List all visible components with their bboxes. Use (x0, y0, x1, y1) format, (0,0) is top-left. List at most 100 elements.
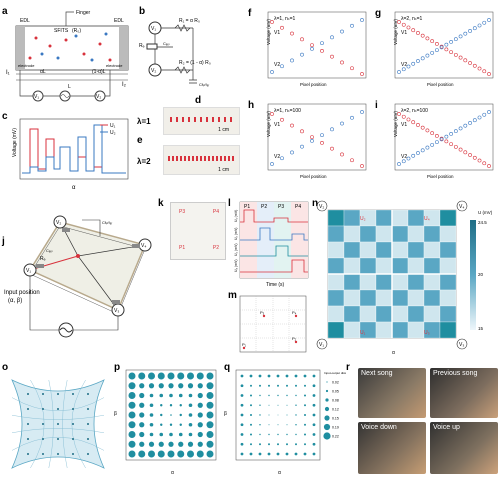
panel-label-o: o (2, 362, 9, 373)
p-bubble (139, 402, 145, 408)
q-bubble (249, 374, 253, 378)
q-bubble (258, 374, 262, 378)
n-corner (316, 338, 328, 350)
panel-l: l P1 P2 P3 P4 U₁ (mV) U₂ (mV) U₃ (mV) U₄… (226, 196, 310, 292)
i-frame (394, 103, 494, 171)
p-bubble (187, 372, 194, 380)
q-bubble (285, 452, 289, 456)
q-legend-value: 0.19 (332, 426, 339, 430)
i-ylabel: Voltage (mV) (393, 110, 398, 137)
n-cell (327, 273, 345, 291)
n-cell (407, 321, 425, 339)
f-v1-point (290, 31, 294, 36)
n-cb-mid: 20 (478, 272, 484, 277)
i1-label: I₁ (6, 70, 10, 76)
p-bubble (179, 423, 182, 426)
schematic-j: V₁ V₂ V₄ V₃ Rₑ Cₑₓₗ Cfᵢₙᵍₑᵣ Input positi… (4, 215, 152, 338)
p-bubble (188, 393, 193, 398)
o-node (57, 393, 59, 395)
c-xlabel: α (72, 185, 76, 191)
g-v1-point (434, 41, 439, 46)
panel-label-k: k (158, 198, 164, 209)
p-bubble (188, 403, 193, 408)
p-bubble (179, 413, 182, 417)
g-v1-point (463, 58, 468, 63)
panel-label-n: n (312, 198, 319, 209)
q-legend-value: 0.02 (332, 381, 339, 385)
i-v2-point (411, 153, 416, 158)
n-cell (359, 273, 377, 291)
g-v1-label: V1 (401, 30, 407, 36)
edl-right: EDL (114, 18, 124, 24)
n-cell (375, 225, 393, 243)
q-bubble (240, 374, 244, 378)
p-bubble (148, 441, 155, 447)
j-input: Input position (4, 290, 40, 296)
g-v2-point (425, 53, 430, 58)
p-bubble (149, 393, 154, 398)
j-coords: (α, β) (8, 298, 22, 304)
q-bubble (276, 452, 280, 456)
k-p4: P4 (212, 209, 219, 215)
q-legend-value: 0.05 (332, 390, 339, 394)
l-tab-p3: P3 (278, 204, 284, 210)
i-v1-label: V1 (401, 122, 407, 128)
n-corner-label: V₁ (319, 342, 324, 348)
j-cedl: Cₑₓₗ (46, 248, 53, 253)
p-bubble (158, 441, 164, 447)
panel-label-m: m (228, 290, 237, 301)
q-bubble (304, 394, 306, 397)
q-bubble (240, 413, 244, 417)
d-scale: 1 cm (218, 127, 229, 133)
i-v1-point (487, 164, 491, 168)
f-v1-point (360, 72, 364, 76)
i-v2-point (487, 110, 491, 114)
p-bubble (178, 441, 184, 447)
i-v2-point (401, 159, 406, 164)
h-v1-label: V1 (274, 122, 280, 128)
g-v1-point (472, 63, 477, 68)
bubble-p: αβ (114, 369, 217, 476)
n-cell (343, 321, 361, 339)
i-v2-point (397, 162, 401, 166)
n-cell (343, 225, 361, 243)
h-v1-point (360, 164, 364, 168)
g-v2-label: V2 (401, 62, 407, 68)
q-bubble (304, 433, 306, 436)
q-bubble (259, 443, 261, 446)
q-bubble (249, 452, 253, 456)
q-bubble (277, 414, 279, 416)
l-u4 (240, 259, 308, 273)
m-p1: P₁ (242, 342, 247, 347)
q-bubble (294, 374, 298, 378)
o-node (57, 408, 59, 410)
i-v1-point (420, 125, 425, 130)
f-v2-point (310, 46, 314, 51)
q-bubble (286, 443, 288, 446)
q-legend-marker (326, 381, 328, 383)
p-bubble (206, 411, 214, 419)
p-bubble (149, 403, 154, 408)
chart-m: P₁ P₂ P₃ P₄ (239, 295, 307, 353)
h-v2-point (360, 110, 364, 114)
i-v1-point (468, 153, 472, 157)
o-node (42, 423, 44, 425)
n-cell (423, 225, 441, 243)
p-bubble (167, 450, 175, 458)
q-bubble (258, 452, 262, 456)
i-v1-point (425, 128, 430, 133)
n-cell (439, 209, 457, 227)
q-bubble (250, 404, 252, 407)
p-bubble (197, 383, 203, 389)
g-v2-point (487, 18, 491, 22)
g-v2-point (458, 34, 463, 39)
m-p2: P₂ (292, 336, 297, 341)
p-bubble (169, 393, 173, 398)
h-title: λ=1, nₛ=100 (274, 108, 301, 114)
i-xlabel: Pixel position (427, 174, 454, 179)
l-y4: U₄ (mV) (234, 259, 238, 272)
p-bubble (206, 372, 214, 380)
o-node (87, 393, 89, 395)
g-v2-point (411, 61, 416, 66)
